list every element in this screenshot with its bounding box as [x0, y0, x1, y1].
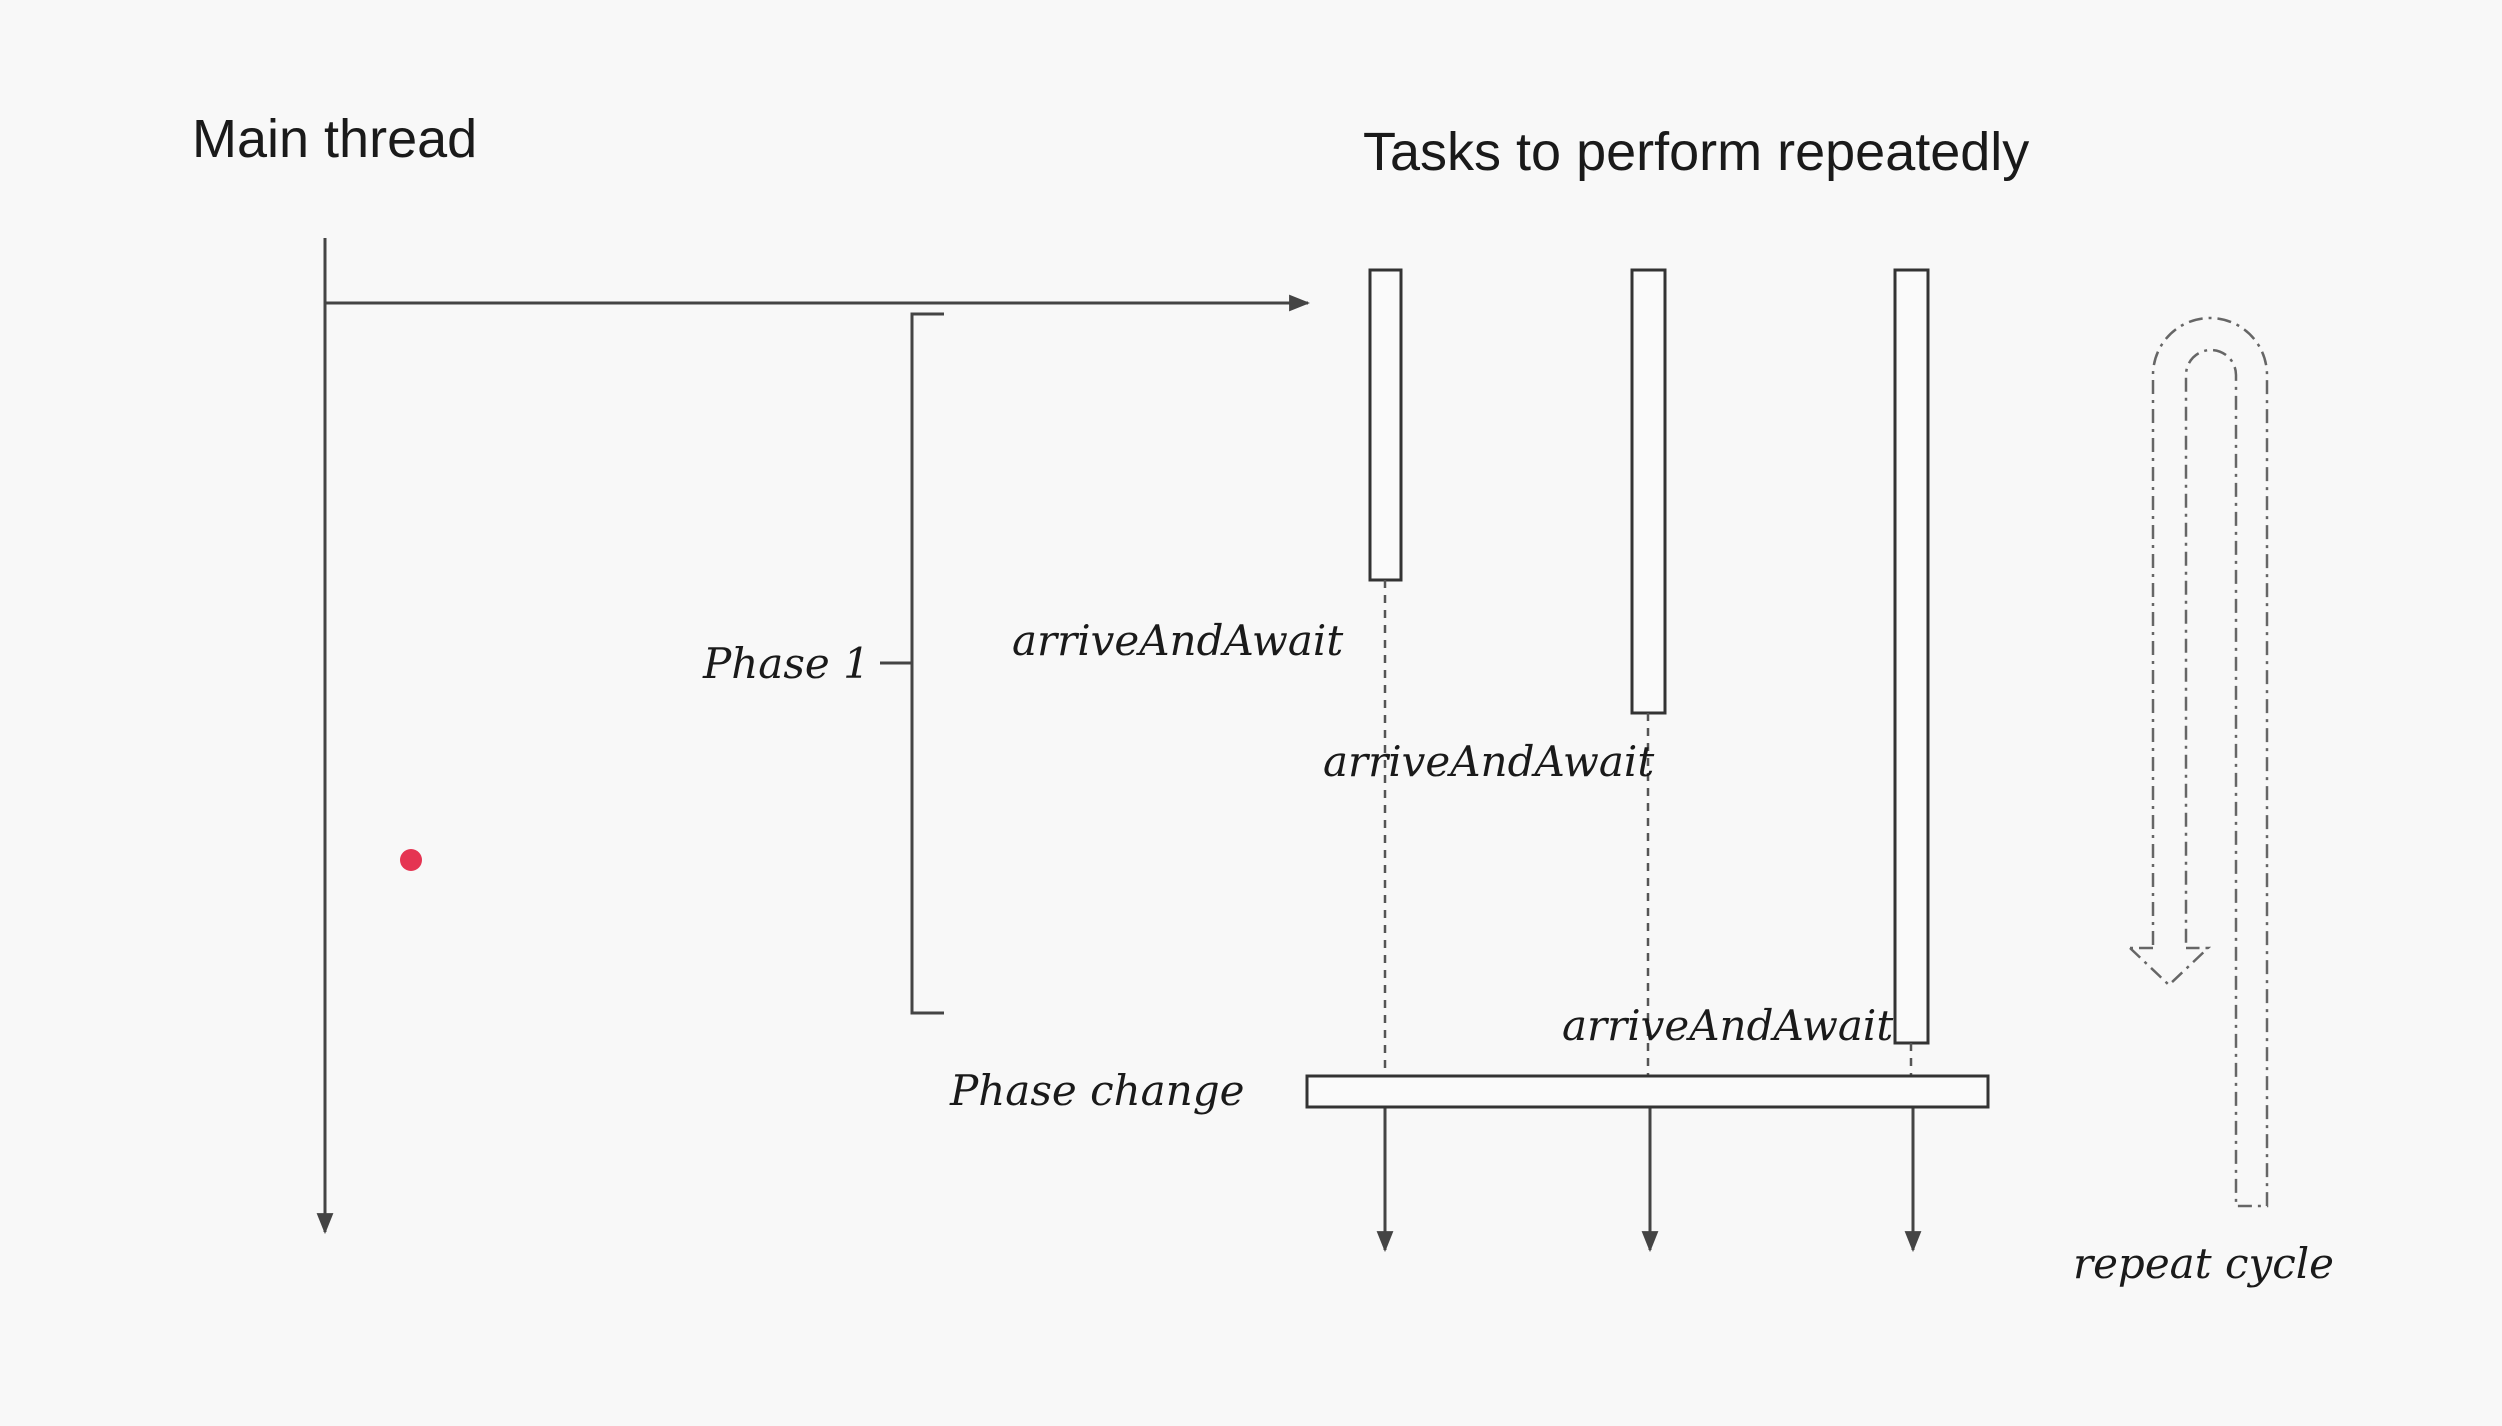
repeat-cycle-arrowhead [2129, 946, 2212, 987]
pointer-dot [400, 849, 422, 871]
phase-change-barrier [1305, 1074, 1990, 1109]
main-thread-title: Main thread [192, 109, 477, 169]
task-1-bar [1368, 268, 1403, 582]
repeat-cycle-loop [2151, 316, 2269, 1208]
phase-1-label: Phase 1 [702, 639, 870, 688]
arrive-and-await-label-1: arriveAndAwait [1012, 616, 1343, 665]
tasks-title: Tasks to perform repeatedly [1363, 122, 2029, 182]
arrive-and-await-label-3: arriveAndAwait [1562, 1001, 1893, 1050]
arrive-and-await-label-2: arriveAndAwait [1323, 737, 1654, 786]
task-2-bar [1630, 268, 1667, 715]
phase-1-bracket [910, 312, 944, 1015]
phase-change-label: Phase change [949, 1066, 1245, 1115]
task-3-bar [1893, 268, 1930, 1045]
repeat-cycle-label: repeat cycle [2073, 1239, 2334, 1288]
